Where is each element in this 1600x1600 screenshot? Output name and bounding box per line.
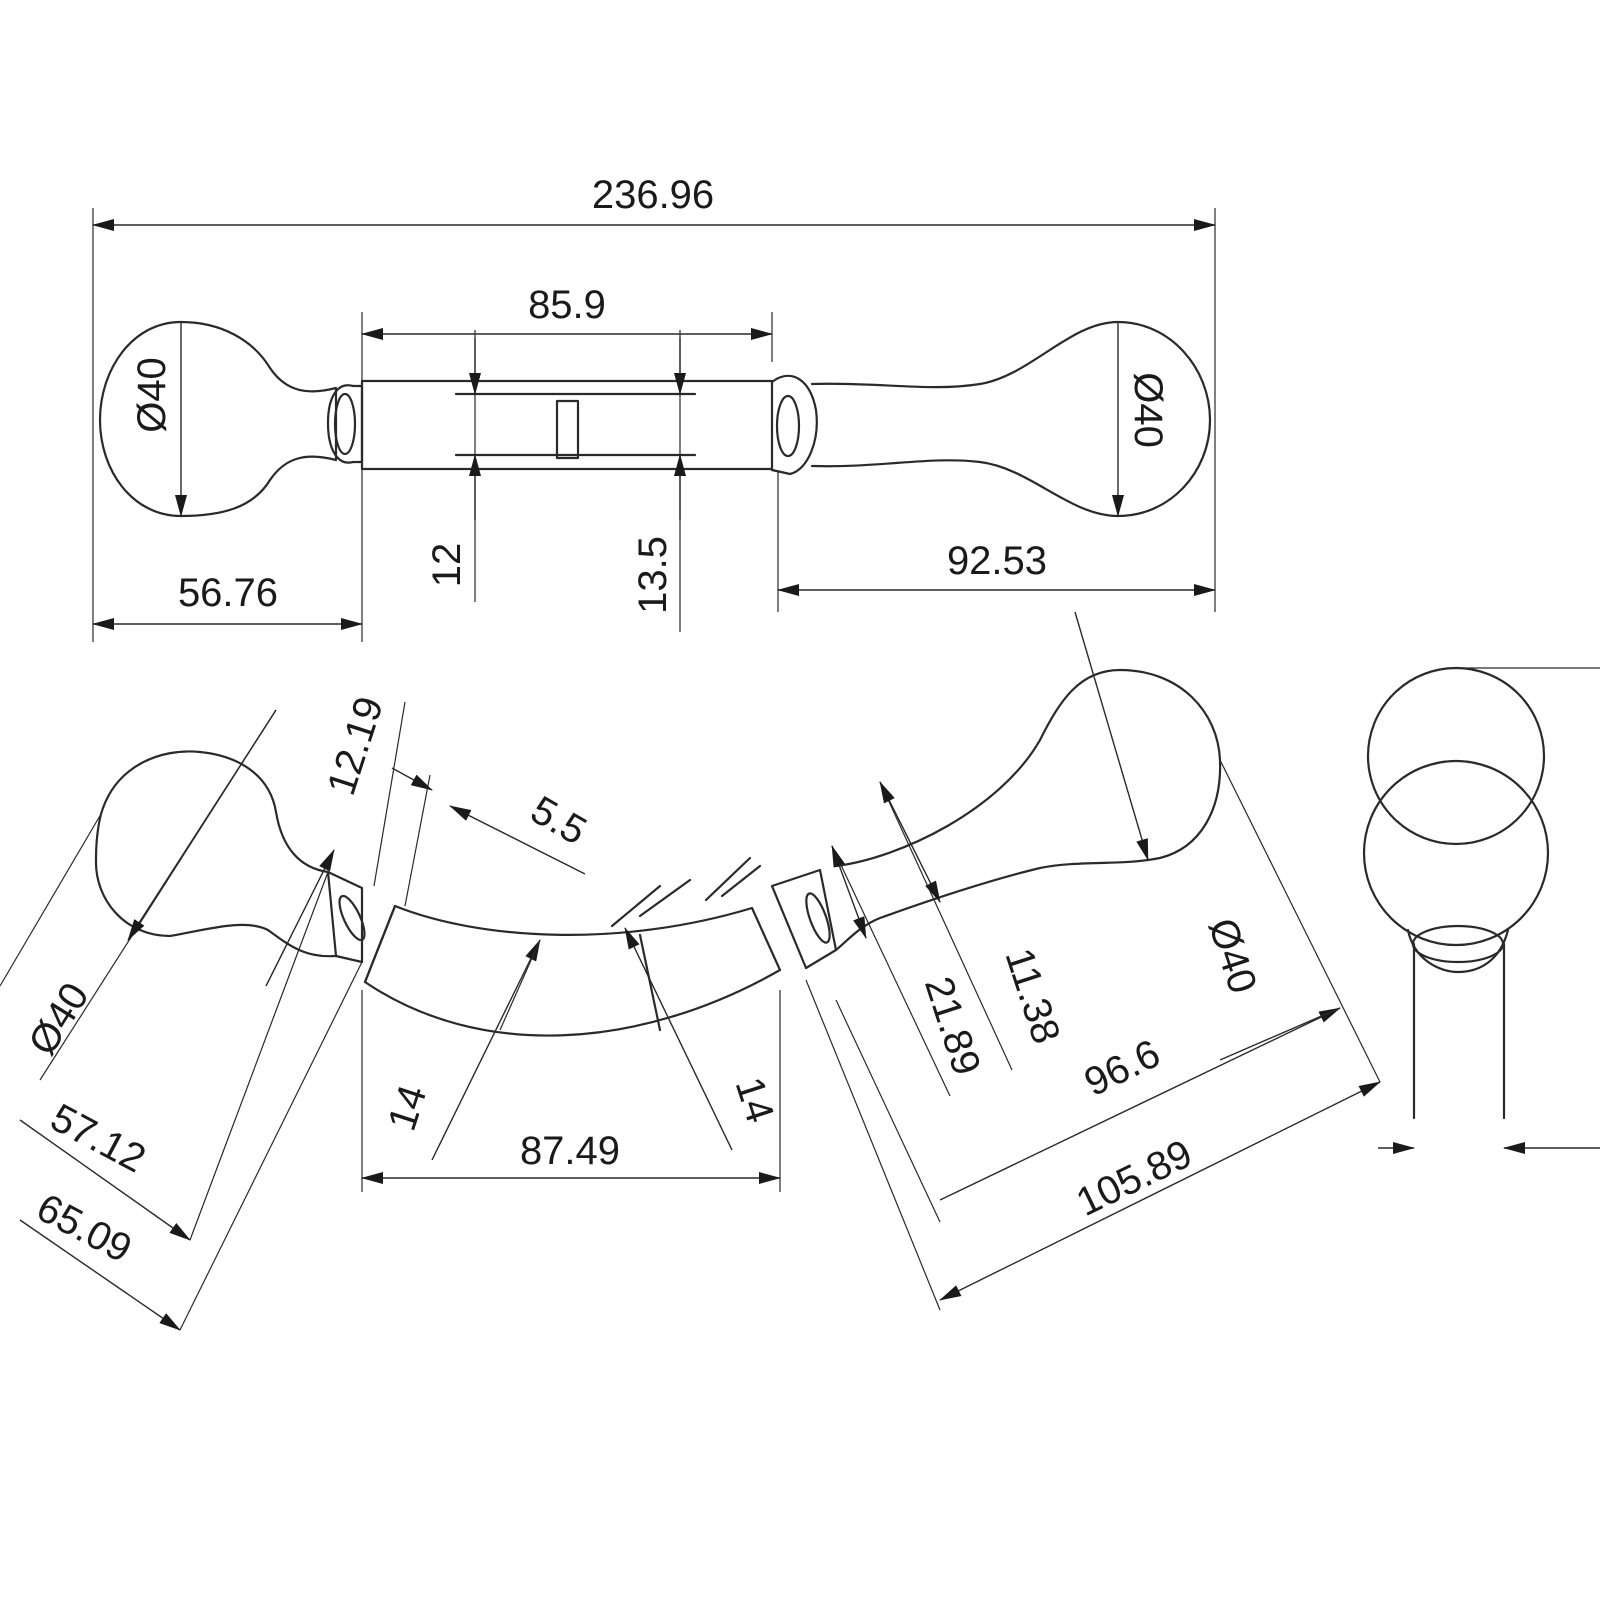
front-right-outer-length: 105.89 (1070, 1132, 1199, 1225)
front-center-span: 87.49 (520, 1129, 620, 1173)
front-neck-width: 12.19 (319, 692, 392, 801)
front-right-neck-a: 11.38 (996, 943, 1068, 1049)
front-collar-width: 5.5 (523, 788, 593, 854)
front-center-thickness-left: 14 (380, 1080, 436, 1136)
top-left-collar (326, 384, 364, 464)
front-view: Ø40 12.19 5.5 57.12 65.09 14 87.49 14 11… (0, 611, 1600, 1331)
front-right-knob (834, 668, 1222, 952)
front-left-knob (94, 750, 338, 958)
front-left-outer-length: 65.09 (30, 1186, 139, 1272)
top-left-knob (98, 320, 338, 518)
dim-left-diameter-top: Ø40 (130, 357, 174, 433)
dim-right-diameter-top: Ø40 (1126, 372, 1170, 448)
dim-overall-length: 236.96 (592, 173, 714, 217)
dim-slot-offset-right: 13.5 (631, 536, 675, 614)
dim-right-length: 92.53 (947, 539, 1047, 583)
front-left-inner-length: 57.12 (44, 1096, 153, 1182)
dim-slot-offset-left: 12 (425, 543, 469, 588)
top-center-slot (555, 399, 580, 460)
top-view: 236.96 85.9 56.76 92.53 12 13.5 Ø40 Ø40 (92, 173, 1216, 642)
front-left-diameter: Ø40 (20, 975, 97, 1062)
side-view-front-circle (1362, 759, 1550, 947)
front-right-neck-b: 21.89 (916, 972, 989, 1081)
front-center-thickness-right: 14 (727, 1072, 783, 1128)
front-right-diameter: Ø40 (1200, 913, 1265, 999)
front-right-inner-length: 96.6 (1078, 1031, 1167, 1105)
dim-left-length: 56.76 (178, 571, 278, 615)
top-right-collar (770, 374, 818, 476)
dim-center-length: 85.9 (528, 283, 606, 327)
front-center-bar (363, 904, 782, 1037)
top-right-knob (810, 320, 1212, 518)
side-view-top-circle (1366, 666, 1546, 846)
